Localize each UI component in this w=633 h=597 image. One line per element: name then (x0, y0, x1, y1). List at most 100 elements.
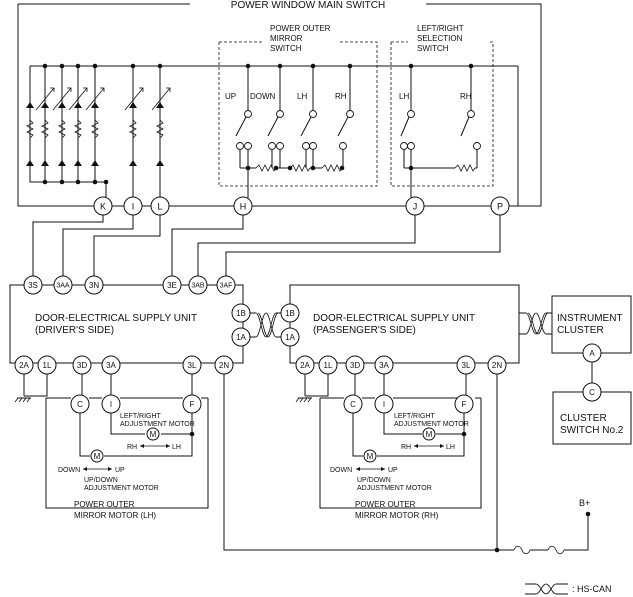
motor-lh-rh: RH (127, 444, 137, 451)
svg-text:C: C (77, 400, 83, 409)
motor-lh-name-2: MIRROR MOTOR (LH) (74, 511, 156, 520)
driver-door-electrical-supply-unit: DOOR-ELECTRICAL SUPPLY UNIT (DRIVER'S SI… (9, 275, 251, 403)
cluster-switch-terminal-c: C (582, 382, 602, 402)
motor-rh-ud-label-1: UP/DOWN (357, 477, 391, 484)
svg-text:J: J (413, 202, 418, 212)
motor-lh-terminal-f: F (182, 394, 202, 414)
window-switch-bank (26, 66, 171, 200)
svg-text:3AF: 3AF (220, 283, 233, 290)
motor-lh-ud-label-1: UP/DOWN (84, 477, 118, 484)
legend: : HS-CAN (525, 583, 612, 595)
svg-text:P: P (497, 202, 503, 212)
svg-text:K: K (100, 202, 106, 212)
motor-lh-lr-label-1: LEFT/RIGHT (120, 413, 162, 420)
motor-rh-rh: RH (401, 444, 411, 451)
hs-can-link-cluster (519, 312, 552, 335)
svg-text:1B: 1B (236, 309, 246, 318)
terminal-2a: 2A (14, 355, 34, 375)
svg-text:1L: 1L (43, 361, 52, 370)
svg-text:3L: 3L (462, 361, 471, 370)
motor-lh-ud-label-2: ADJUSTMENT MOTOR (84, 485, 159, 492)
svg-text:M: M (150, 430, 157, 439)
svg-text:C: C (589, 388, 595, 397)
terminal-3af: 3AF (216, 275, 236, 295)
terminal-3e: 3E (162, 275, 182, 295)
selection-switch-rh: RH (460, 92, 472, 101)
terminal-3ab: 3AB (188, 275, 208, 295)
motor-rh-lr-label-2: ADJUSTMENT MOTOR (394, 421, 469, 428)
power-window-main-switch: POWER WINDOW MAIN SWITCH (17, 0, 542, 216)
motor-rh-name-2: MIRROR MOTOR (RH) (355, 511, 439, 520)
terminal-3l: 3L (182, 355, 202, 375)
terminal-3a: 3A (101, 355, 121, 375)
svg-text:3E: 3E (167, 281, 177, 290)
motor-icon: M (146, 427, 160, 441)
motor-icon: M (422, 427, 436, 441)
svg-text:L: L (157, 202, 162, 212)
motor-rh-name-1: POWER OUTER (355, 500, 416, 509)
mirror-switch-up: UP (225, 92, 236, 101)
passenger-left-terminals: 1B 1A (280, 303, 300, 347)
hs-can-link-units (250, 312, 281, 338)
terminal-1a: 1A (280, 327, 300, 347)
motor-rh-ud-label-2: ADJUSTMENT MOTOR (357, 485, 432, 492)
motor-rh-lr-label-1: LEFT/RIGHT (394, 413, 436, 420)
instrument-cluster-label-2: CLUSTER (557, 325, 604, 336)
cluster-switch-label-1: CLUSTER (560, 413, 607, 424)
selection-switch-label-3: SWITCH (417, 44, 449, 53)
motor-lh-lh: LH (172, 444, 181, 451)
selection-switch-lh: LH (399, 92, 409, 101)
passenger-unit-label-1: DOOR-ELECTRICAL SUPPLY UNIT (313, 313, 475, 324)
instrument-cluster: INSTRUMENT CLUSTER A (551, 295, 632, 363)
terminal-j: J (405, 196, 425, 216)
terminal-3s: 3S (23, 275, 43, 295)
svg-text:3N: 3N (89, 281, 99, 290)
terminal-2a: 2A (295, 355, 315, 375)
motor-icon: M (90, 449, 104, 463)
terminal-3d: 3D (72, 355, 92, 375)
driver-unit-label-1: DOOR-ELECTRICAL SUPPLY UNIT (35, 313, 197, 324)
mirror-switch-label-1: POWER OUTER (270, 24, 331, 33)
svg-text:3L: 3L (188, 361, 197, 370)
svg-text:2N: 2N (219, 361, 229, 370)
svg-text:H: H (240, 202, 247, 212)
mirror-switch-lh: LH (297, 92, 307, 101)
mirror-switch-down: DOWN (250, 92, 276, 101)
svg-text:F: F (190, 400, 195, 409)
terminal-3d: 3D (345, 355, 365, 375)
power-outer-mirror-motor-lh: C I F LEFT/RIGHT ADJUSTMENT MOTOR M RH L… (45, 374, 209, 520)
instrument-cluster-label-1: INSTRUMENT (557, 313, 623, 324)
terminal-k: K (93, 196, 113, 216)
passenger-bottom-terminals: 2A 1L 3D 3A 3L 2N (295, 355, 507, 375)
ground-icon (295, 374, 329, 403)
motor-rh-up: UP (388, 467, 398, 474)
terminal-1l: 1L (318, 355, 338, 375)
interconnect-wires (32, 215, 501, 276)
svg-text:I: I (383, 400, 385, 409)
terminal-h: H (233, 196, 253, 216)
svg-text:1L: 1L (324, 361, 333, 370)
terminal-3aa: 3AA (53, 275, 73, 295)
svg-text:1B: 1B (285, 309, 295, 318)
motor-lh-lr-label-2: ADJUSTMENT MOTOR (120, 421, 195, 428)
driver-top-terminals: 3S 3AA 3N 3E 3AB 3AF (23, 275, 236, 295)
ground-icon (14, 374, 48, 403)
terminal-1a: 1A (231, 327, 251, 347)
legend-hs-can: : HS-CAN (572, 584, 612, 594)
svg-text:M: M (426, 430, 433, 439)
motor-rh-down: DOWN (330, 467, 352, 474)
svg-text:3AA: 3AA (56, 283, 70, 290)
svg-text:A: A (589, 349, 595, 358)
cluster-switch-no2: CLUSTER SWITCH No.2 C (552, 382, 632, 445)
motor-lh-terminal-i: I (101, 394, 121, 414)
svg-text:1A: 1A (285, 333, 295, 342)
driver-unit-label-2: (DRIVER'S SIDE) (35, 325, 114, 336)
motor-rh-terminal-f: F (454, 394, 474, 414)
motor-lh-down: DOWN (58, 467, 80, 474)
passenger-unit-label-2: (PASSENGER'S SIDE) (313, 325, 416, 336)
terminal-p: P (490, 196, 510, 216)
svg-text:3D: 3D (77, 361, 87, 370)
terminal-3l: 3L (456, 355, 476, 375)
svg-text:3S: 3S (28, 281, 38, 290)
